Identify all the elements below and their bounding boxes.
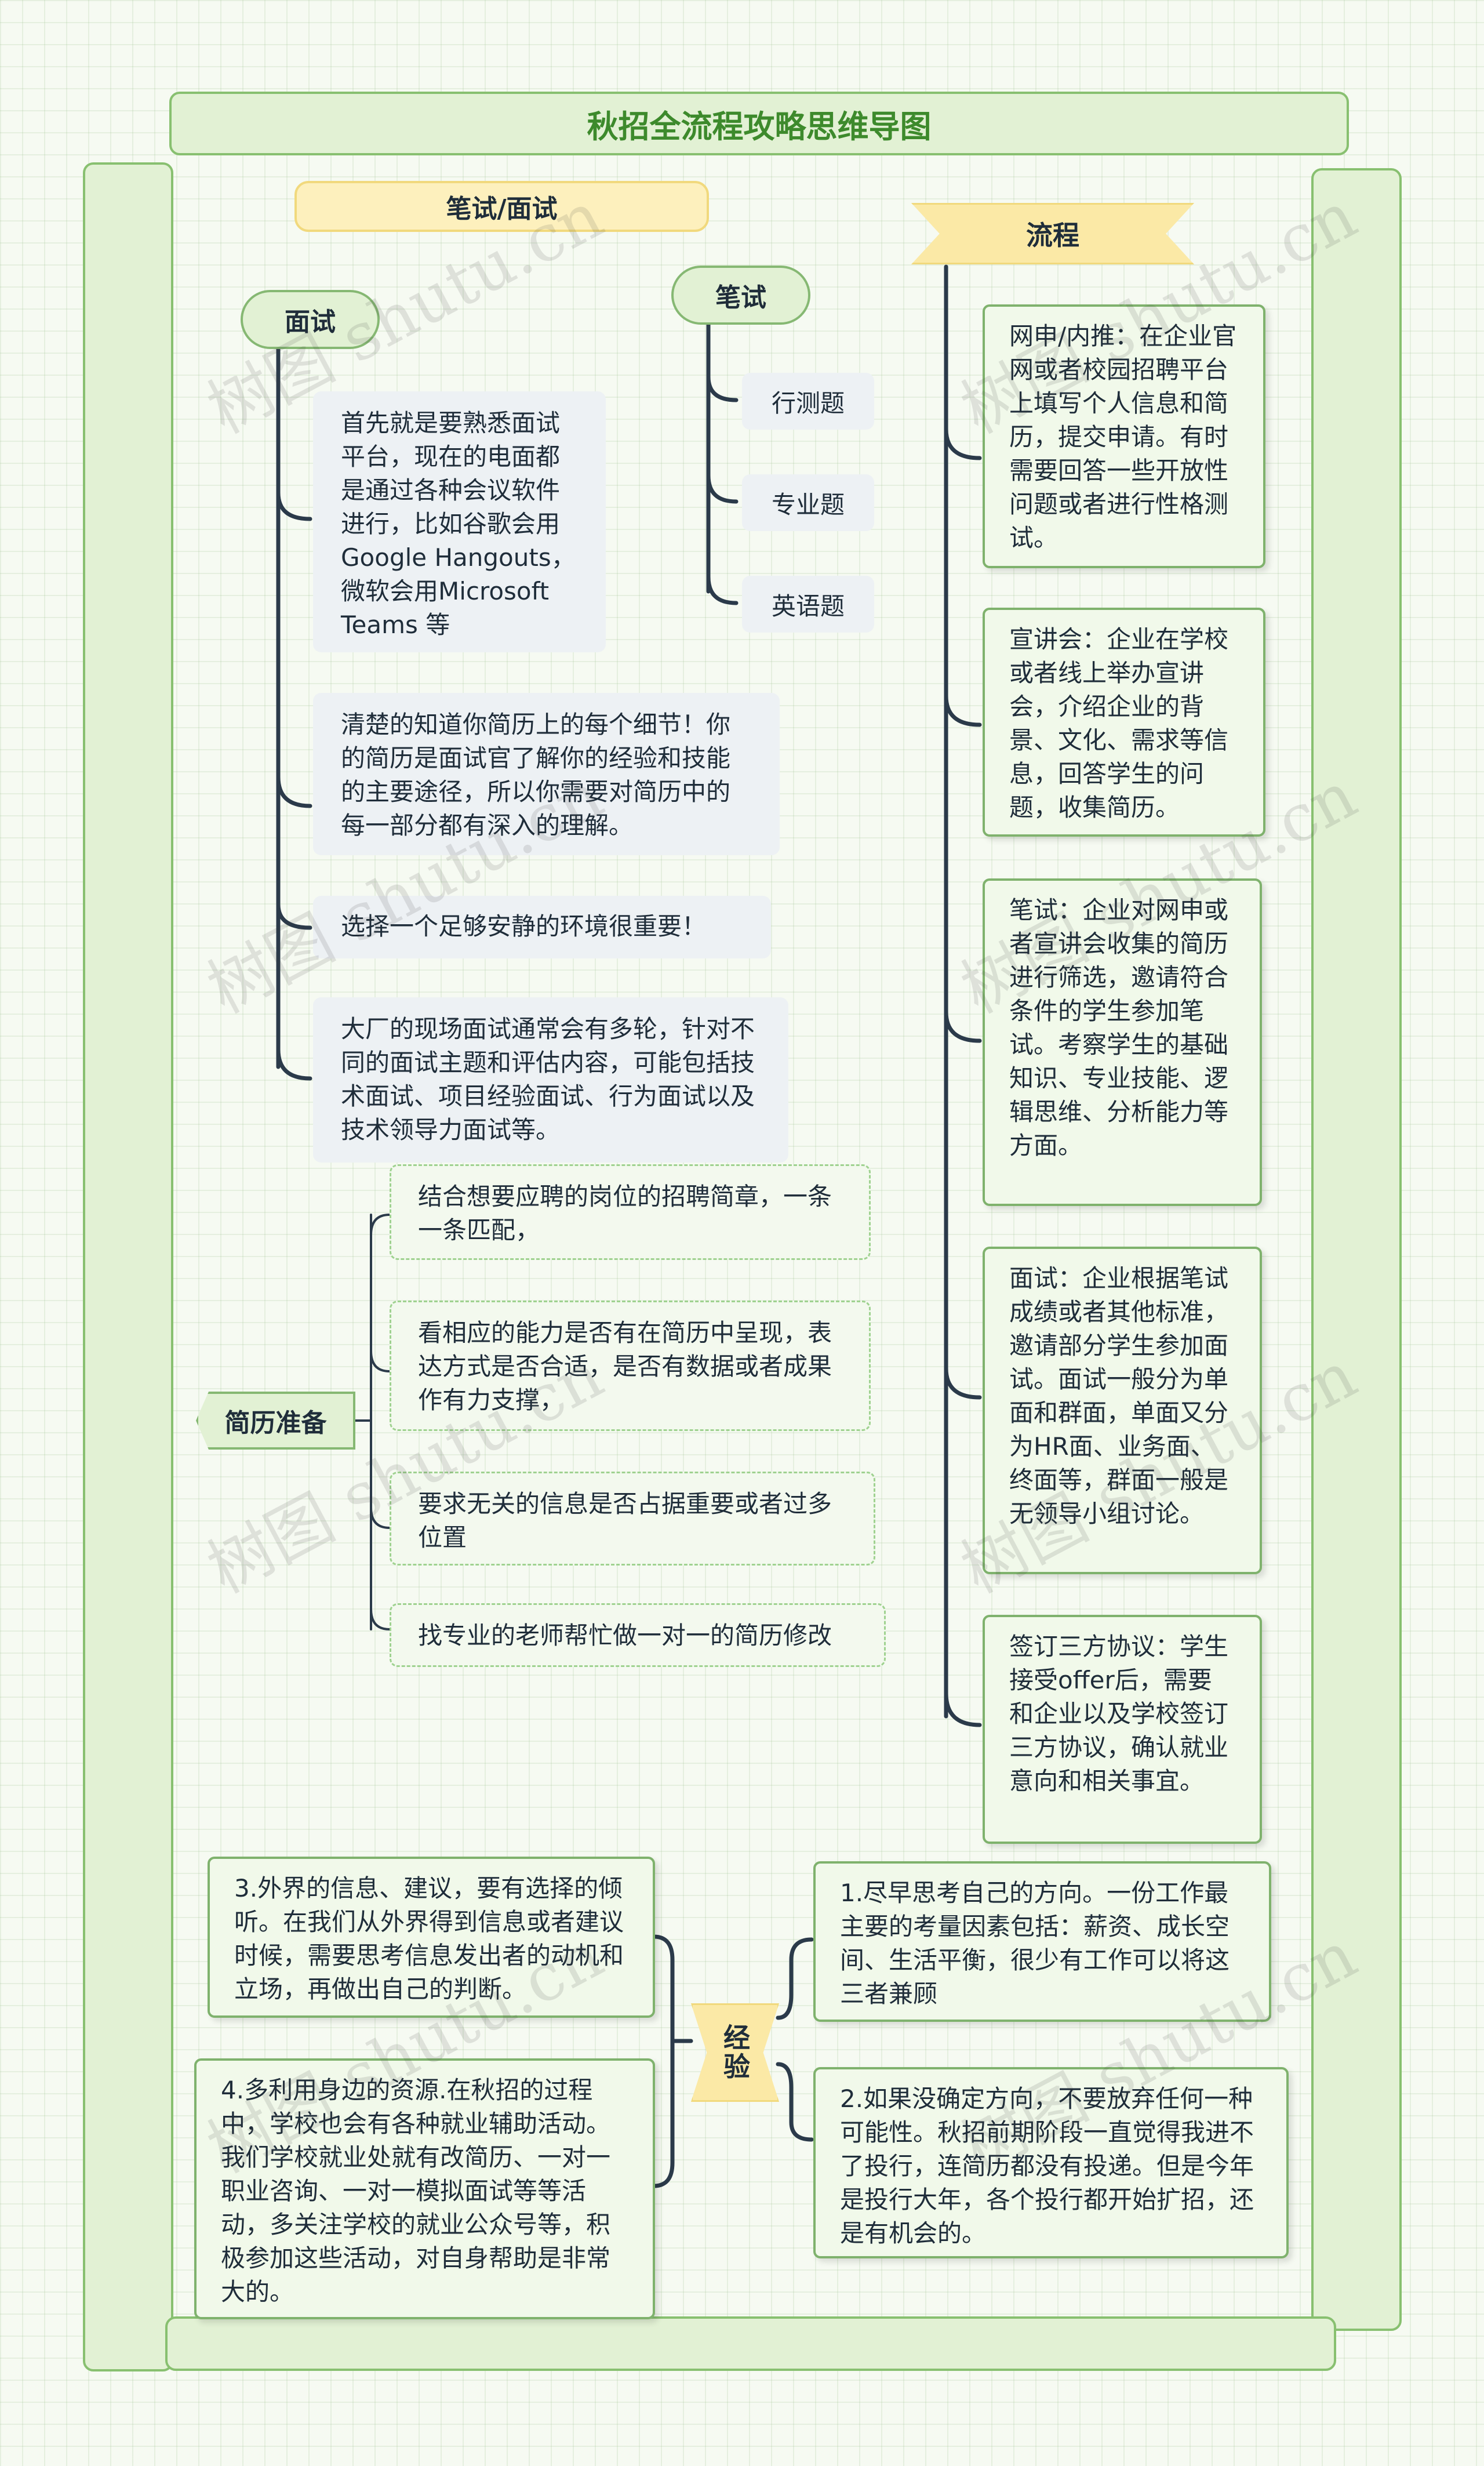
experience-right-item-2: 2.如果没确定方向，不要放弃任何一种可能性。秋招前期阶段一直觉得我进不了投行，连…	[813, 2067, 1289, 2258]
written-test-item-2-text: 专业题	[771, 490, 845, 519]
process-item-1: 网申/内推：在企业官网或者校园招聘平台上填写个人信息和简历，提交申请。有时需要回…	[983, 304, 1265, 568]
experience-right-item-1: 1.尽早思考自己的方向。一份工作最主要的考量因素包括：薪资、成长空间、生活平衡，…	[813, 1861, 1271, 2022]
interview-label: 面试	[285, 307, 336, 337]
written-test-item-3-text: 英语题	[771, 591, 845, 620]
resume-label: 简历准备	[224, 1408, 327, 1438]
experience-left-item-1: 3.外界的信息、建议，要有选择的倾听。在我们从外界得到信息或者建议时候，需要思考…	[208, 1857, 655, 2018]
written-test-node: 笔试	[671, 266, 810, 325]
process-label: 流程	[1026, 220, 1079, 251]
interview-item-3-text: 选择一个足够安静的环境很重要！	[341, 912, 707, 940]
frame-bottom-band	[165, 2316, 1336, 2371]
title-banner: 秋招全流程攻略思维导图	[169, 92, 1349, 155]
resume-item-1-text: 结合想要应聘的岗位的招聘简章，一条一条匹配，	[418, 1182, 832, 1244]
resume-item-1: 结合想要应聘的岗位的招聘简章，一条一条匹配，	[390, 1164, 871, 1260]
resume-item-2: 看相应的能力是否有在简历中呈现，表达方式是否合适，是否有数据或者成果作有力支撑，	[390, 1301, 871, 1431]
written-test-label: 笔试	[715, 283, 766, 313]
written-test-item-2: 专业题	[742, 474, 874, 531]
resume-item-3: 要求无关的信息是否占据重要或者过多位置	[390, 1472, 875, 1566]
interview-item-2: 清楚的知道你简历上的每个细节！你的简历是面试官了解你的经验和技能的主要途径，所以…	[313, 693, 780, 855]
process-item-5: 签订三方协议：学生接受offer后，需要和企业以及学校签订三方协议，确认就业意向…	[983, 1615, 1262, 1844]
frame-right-band	[1311, 168, 1402, 2331]
resume-item-2-text: 看相应的能力是否有在简历中呈现，表达方式是否合适，是否有数据或者成果作有力支撑，	[418, 1319, 832, 1414]
resume-item-4-text: 找专业的老师帮忙做一对一的简历修改	[418, 1621, 832, 1650]
written-interview-ribbon: 笔试/面试	[294, 181, 709, 232]
experience-right-item-2-text: 2.如果没确定方向，不要放弃任何一种可能性。秋招前期阶段一直觉得我进不了投行，连…	[840, 2084, 1254, 2247]
interview-item-4: 大厂的现场面试通常会有多轮，针对不同的面试主题和评估内容，可能包括技术面试、项目…	[313, 997, 788, 1163]
written-test-item-3: 英语题	[742, 576, 874, 633]
interview-item-1-text: 首先就是要熟悉面试平台，现在的电面都是通过各种会议软件进行，比如谷歌会用Goog…	[341, 409, 576, 639]
page-title: 秋招全流程攻略思维导图	[587, 108, 932, 145]
frame-left-band	[83, 162, 173, 2371]
resume-node: 简历准备	[196, 1392, 355, 1450]
resume-item-3-text: 要求无关的信息是否占据重要或者过多位置	[418, 1490, 832, 1552]
experience-right-item-1-text: 1.尽早思考自己的方向。一份工作最主要的考量因素包括：薪资、成长空间、生活平衡，…	[840, 1879, 1230, 2008]
process-item-2-text: 宣讲会：企业在学校或者线上举办宣讲会，介绍企业的背景、文化、需求等信息，回答学生…	[1009, 625, 1229, 822]
written-test-item-1: 行测题	[742, 373, 874, 430]
written-test-item-1-text: 行测题	[771, 388, 845, 417]
experience-left-item-2: 4.多利用身边的资源.在秋招的过程中，学校也会有各种就业辅助活动。我们学校就业处…	[194, 2058, 655, 2319]
interview-item-1: 首先就是要熟悉面试平台，现在的电面都是通过各种会议软件进行，比如谷歌会用Goog…	[313, 391, 606, 652]
process-item-5-text: 签订三方协议：学生接受offer后，需要和企业以及学校签订三方协议，确认就业意向…	[1009, 1632, 1229, 1795]
written-interview-label: 笔试/面试	[446, 194, 558, 224]
resume-item-4: 找专业的老师帮忙做一对一的简历修改	[390, 1603, 886, 1667]
process-item-1-text: 网申/内推：在企业官网或者校园招聘平台上填写个人信息和简历，提交申请。有时需要回…	[1009, 322, 1237, 552]
process-item-3: 笔试：企业对网申或者宣讲会收集的简历进行筛选，邀请符合条件的学生参加笔试。考察学…	[983, 878, 1262, 1206]
interview-item-4-text: 大厂的现场面试通常会有多轮，针对不同的面试主题和评估内容，可能包括技术面试、项目…	[341, 1015, 755, 1144]
process-node: 流程	[911, 203, 1194, 264]
experience-left-item-1-text: 3.外界的信息、建议，要有选择的倾听。在我们从外界得到信息或者建议时候，需要思考…	[234, 1874, 624, 2003]
process-item-4: 面试：企业根据笔试成绩或者其他标准，邀请部分学生参加面试。面试一般分为单面和群面…	[983, 1247, 1262, 1574]
process-item-2: 宣讲会：企业在学校或者线上举办宣讲会，介绍企业的背景、文化、需求等信息，回答学生…	[983, 608, 1265, 837]
experience-label: 经验	[719, 2024, 751, 2082]
process-item-3-text: 笔试：企业对网申或者宣讲会收集的简历进行筛选，邀请符合条件的学生参加笔试。考察学…	[1009, 896, 1229, 1160]
interview-node: 面试	[241, 290, 380, 349]
interview-item-3: 选择一个足够安静的环境很重要！	[313, 896, 771, 958]
process-item-4-text: 面试：企业根据笔试成绩或者其他标准，邀请部分学生参加面试。面试一般分为单面和群面…	[1009, 1264, 1229, 1528]
experience-left-item-2-text: 4.多利用身边的资源.在秋招的过程中，学校也会有各种就业辅助活动。我们学校就业处…	[221, 2076, 611, 2306]
interview-item-2-text: 清楚的知道你简历上的每个细节！你的简历是面试官了解你的经验和技能的主要途径，所以…	[341, 710, 731, 840]
